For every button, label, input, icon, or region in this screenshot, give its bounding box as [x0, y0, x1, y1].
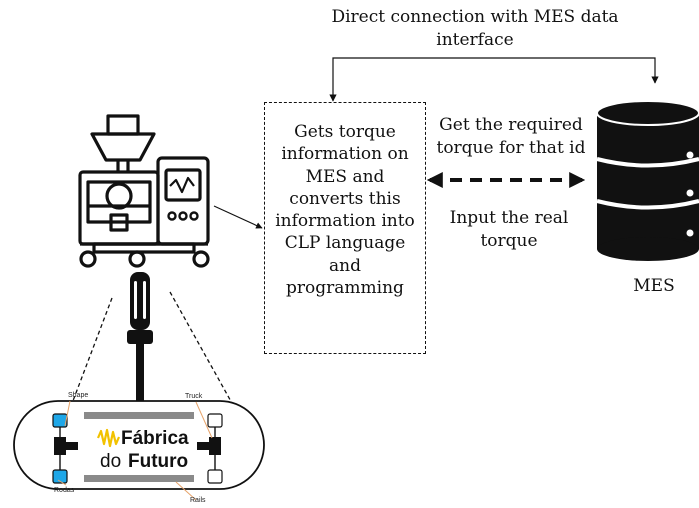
logo-wave-icon: [96, 428, 121, 448]
logo-fabrica-text: Fábrica: [121, 428, 189, 449]
rails-callout-label: Rails: [190, 497, 206, 504]
input-real-torque-label: Input the real torque: [449, 208, 569, 251]
shape-callout-label: Shape: [68, 392, 89, 399]
machine-to-box-arrow: [213, 205, 263, 229]
direct-connection-arrow: [329, 57, 659, 102]
process-box: [264, 102, 426, 354]
process-box-text: Gets torque information on MES and conve…: [275, 122, 415, 299]
wheels-callout-label: Rodas: [54, 487, 75, 494]
skateboard-outline: [13, 400, 265, 501]
get-required-torque-label: Get the required torque for that id: [436, 115, 586, 158]
logo-do-text: do: [100, 451, 122, 472]
direct-connection-label: Direct connection with MES data interfac…: [331, 7, 619, 50]
database-icon: [596, 100, 699, 261]
machine-icon: [78, 114, 210, 268]
screwdriver-icon: [127, 272, 153, 410]
mes-label: MES: [633, 276, 675, 296]
logo-futuro-text: Futuro: [128, 451, 189, 472]
truck-callout-label: Truck: [185, 393, 203, 400]
zoom-lines: [67, 291, 239, 415]
